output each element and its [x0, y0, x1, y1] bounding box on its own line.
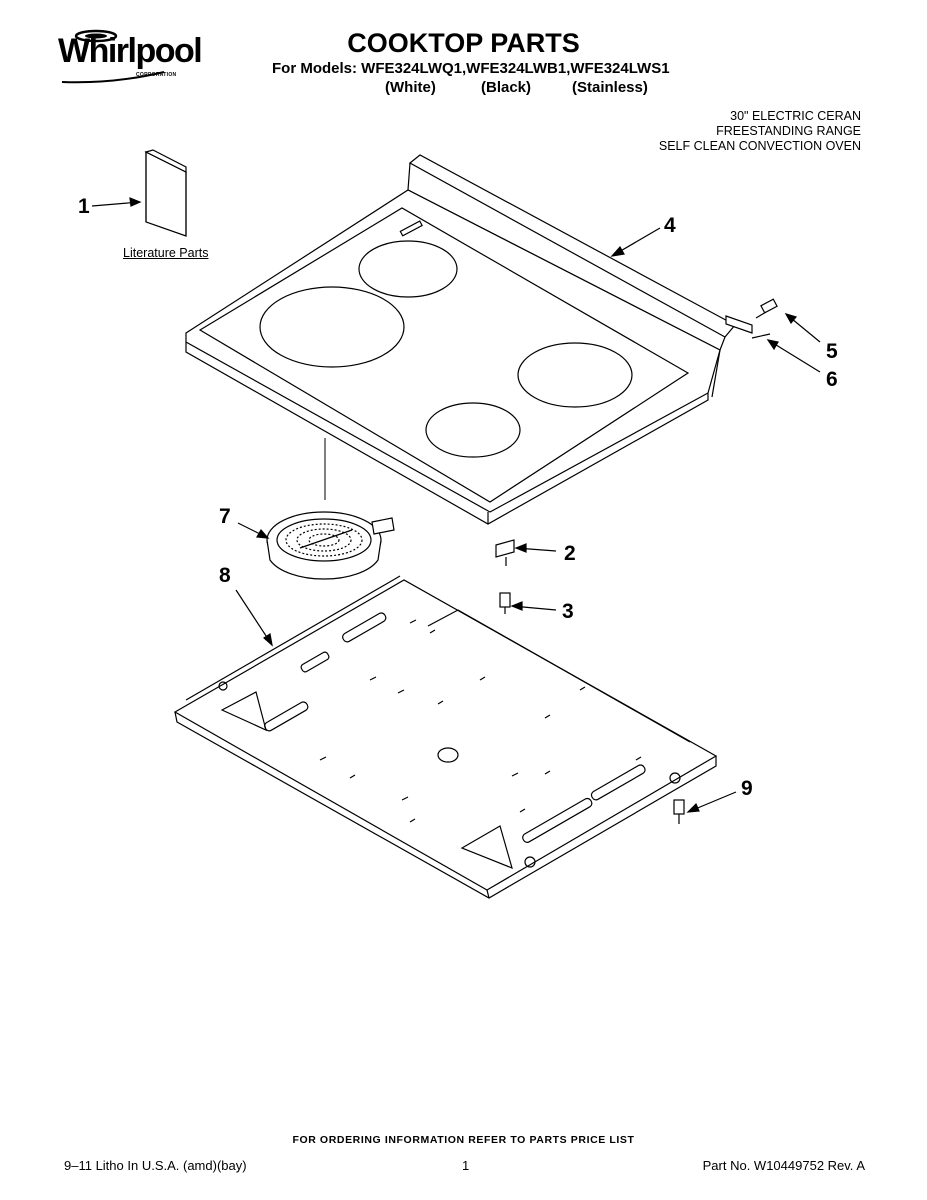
radiant-element	[266, 511, 395, 580]
page-number: 1	[462, 1158, 470, 1173]
callout-2: 2	[564, 542, 576, 565]
literature-booklet	[144, 149, 187, 237]
cooktop-assembly	[185, 154, 736, 525]
litho-info: 9–11 Litho In U.S.A. (amd)(bay)	[64, 1158, 247, 1173]
variant-white: (White)	[385, 79, 436, 96]
whirlpool-swirl-icon	[61, 29, 165, 84]
callout-1: 1	[78, 195, 90, 218]
literature-parts-label: Literature Parts	[123, 246, 209, 260]
variant-black: (Black)	[481, 79, 532, 96]
callout-4: 4	[664, 214, 676, 237]
leader-lines	[91, 197, 821, 813]
callout-8: 8	[219, 564, 231, 587]
bracket-and-screw	[725, 298, 778, 339]
callout-9: 9	[741, 777, 753, 800]
screw-9	[673, 799, 685, 824]
callout-7: 7	[219, 505, 231, 528]
brand-subtitle: CORPORATION	[136, 72, 177, 78]
callout-3: 3	[562, 600, 574, 623]
product-description-line: SELF CLEAN CONVECTION OVEN	[658, 139, 861, 153]
support-panel	[173, 575, 718, 899]
product-description-line: FREESTANDING RANGE	[716, 124, 861, 138]
callout-6: 6	[826, 368, 838, 391]
clip-and-screw	[495, 539, 515, 614]
model-numbers: For Models: WFE324LWQ1,WFE324LWB1,WFE324…	[272, 60, 670, 77]
page-title: COOKTOP PARTS	[347, 28, 580, 58]
brand-wordmark: Whirlpool	[58, 32, 203, 70]
product-description-line: 30" ELECTRIC CERAN	[730, 109, 861, 123]
callout-5: 5	[826, 340, 838, 363]
part-number: Part No. W10449752 Rev. A	[702, 1158, 865, 1173]
variant-stainless: (Stainless)	[572, 79, 648, 96]
ordering-note: FOR ORDERING INFORMATION REFER TO PARTS …	[292, 1134, 635, 1146]
